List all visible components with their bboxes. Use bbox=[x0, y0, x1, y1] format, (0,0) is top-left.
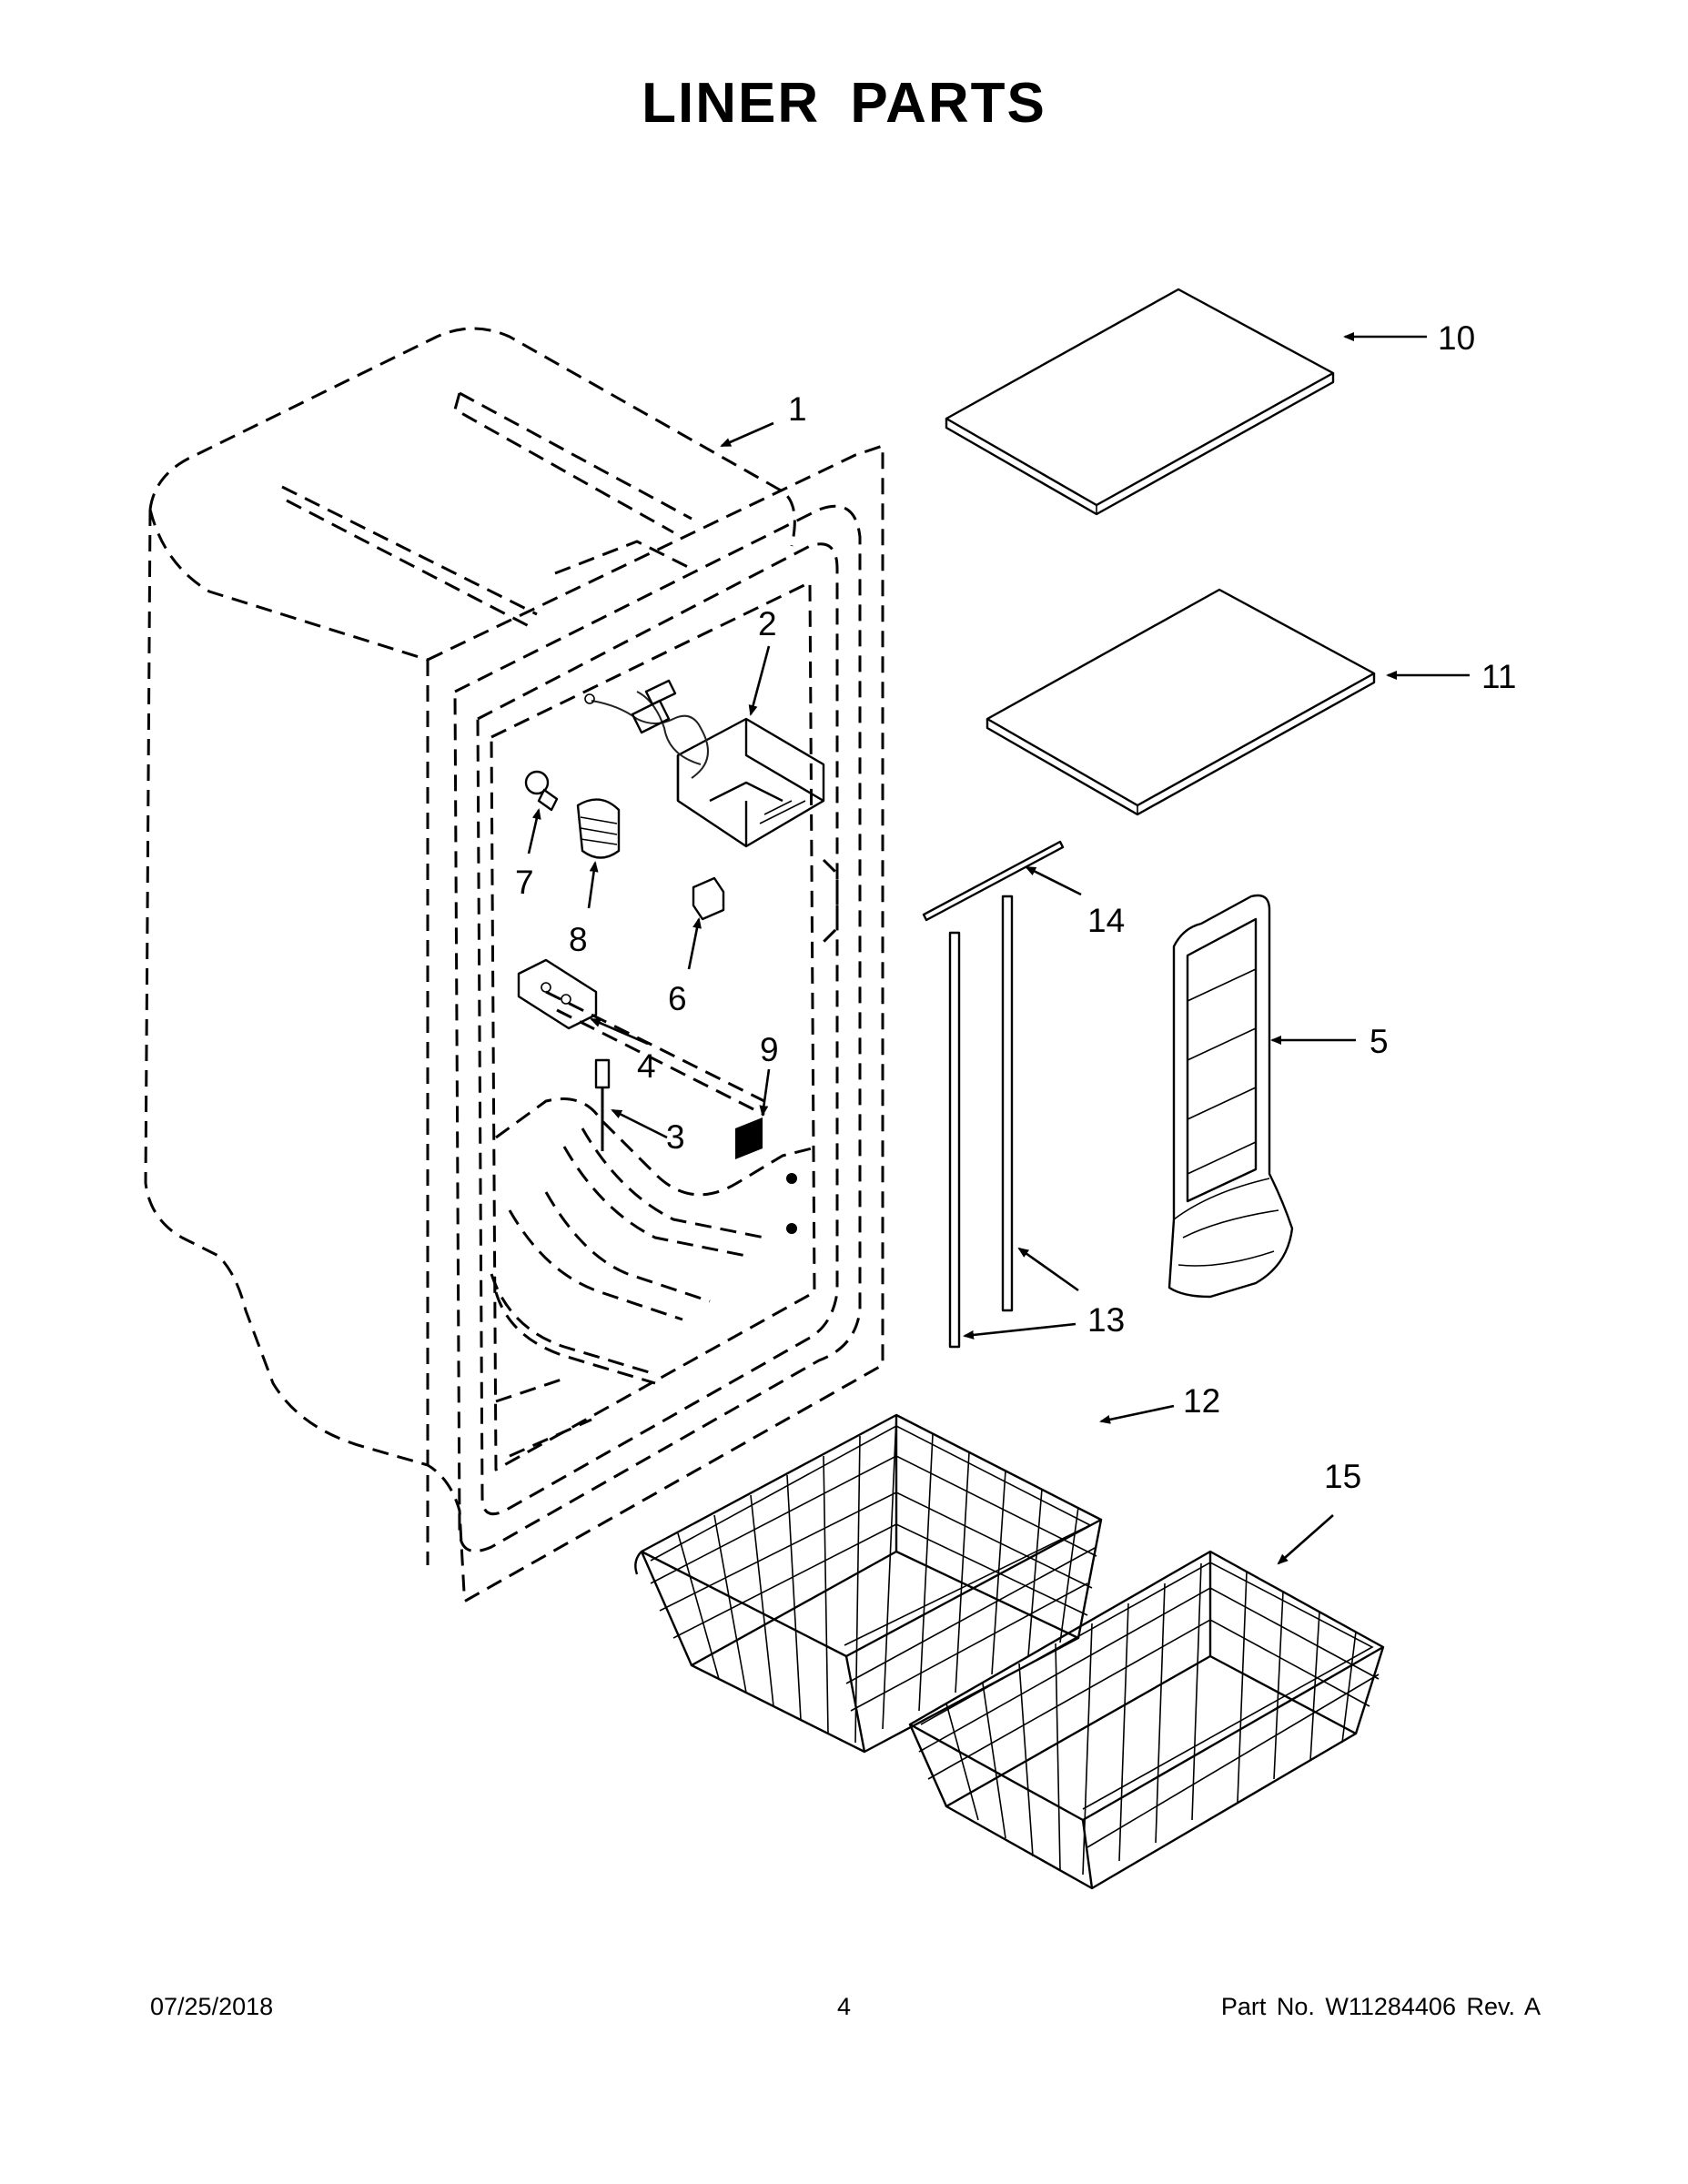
trim-strips-side bbox=[948, 895, 1014, 1349]
callout-15: 15 bbox=[1324, 1458, 1361, 1495]
footer-page-number: 4 bbox=[836, 1993, 852, 2020]
glass-shelf-11 bbox=[986, 588, 1376, 816]
callout-11: 11 bbox=[1481, 658, 1516, 695]
callout-7: 7 bbox=[515, 864, 534, 901]
callout-12: 12 bbox=[1183, 1382, 1220, 1420]
control-box bbox=[584, 679, 825, 848]
lamp-shield bbox=[576, 798, 621, 859]
callout-5: 5 bbox=[1370, 1023, 1389, 1060]
callout-3: 3 bbox=[666, 1118, 685, 1156]
trim-strip-top bbox=[922, 840, 1065, 922]
light-housing bbox=[517, 958, 598, 1030]
callout-2: 2 bbox=[758, 605, 777, 642]
light-bulb bbox=[524, 770, 559, 812]
thermistor bbox=[594, 1058, 611, 1151]
freezer-liner bbox=[144, 327, 884, 1603]
glass-shelf-10 bbox=[945, 288, 1335, 516]
callout-labels: 1 2 3 4 5 6 7 8 9 10 11 12 13 14 15 bbox=[515, 319, 1516, 1495]
callout-9: 9 bbox=[760, 1031, 779, 1068]
side-panel bbox=[1167, 894, 1294, 1299]
label-square bbox=[735, 1117, 797, 1234]
door-switch bbox=[692, 876, 725, 921]
callout-4: 4 bbox=[637, 1047, 656, 1085]
page-title: LINER PARTS bbox=[642, 72, 1046, 135]
footer-part-info: Part No. W11284406 Rev. A bbox=[1220, 1993, 1541, 2020]
wire-basket-small bbox=[908, 1550, 1385, 1890]
leader-lines bbox=[527, 332, 1470, 1565]
footer-date: 07/25/2018 bbox=[150, 1993, 274, 2020]
callout-6: 6 bbox=[668, 980, 687, 1017]
callout-13: 13 bbox=[1087, 1301, 1125, 1339]
callout-8: 8 bbox=[569, 921, 588, 958]
callout-10: 10 bbox=[1438, 319, 1475, 357]
callout-14: 14 bbox=[1087, 902, 1125, 939]
wire-basket-large bbox=[634, 1413, 1103, 1754]
callout-1: 1 bbox=[788, 390, 807, 428]
